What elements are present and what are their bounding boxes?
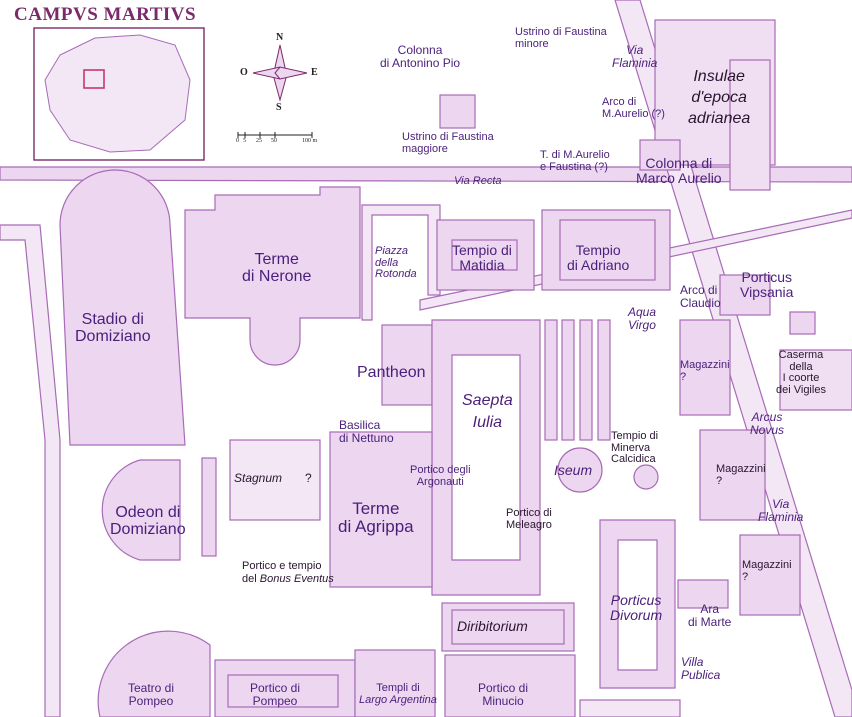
matidia-temple — [451, 239, 518, 271]
compass-w: O — [240, 67, 248, 78]
arcade-4 — [597, 319, 611, 441]
label-magazzini-3: Magazzini? — [742, 559, 792, 583]
scale-t0: 0 — [236, 138, 239, 144]
south-strip — [579, 699, 681, 717]
label-iseum: Iseum — [554, 462, 593, 478]
odeon-shape — [101, 459, 181, 561]
adriano-temple — [559, 219, 656, 281]
label-magazzini-2: Magazzini? — [716, 463, 766, 487]
label-bonus-eventus-2: del Bonus Eventus — [242, 573, 334, 586]
templi-argentina-line1: Templi di — [376, 682, 420, 694]
label-pantheon: Pantheon — [357, 364, 426, 381]
stagnum-west-strip — [201, 457, 217, 557]
portico-minucio-shape — [444, 654, 576, 717]
terme-nerone-shape — [184, 186, 361, 366]
magazzini2-shape — [699, 429, 766, 521]
stadio-shape — [59, 169, 186, 446]
scale-t3: 50 — [271, 138, 277, 144]
pantheon-shape — [381, 324, 433, 406]
label-magazzini-1: Magazzini? — [680, 359, 730, 383]
label-stagnum: Stagnum — [234, 471, 283, 485]
label-stagnum-q: ? — [305, 471, 312, 485]
vipsania-shape — [719, 274, 771, 316]
templi-argentina-line2: Largo Argentina — [359, 693, 437, 706]
arcade-1 — [544, 319, 558, 441]
bonus-eventus-prefix: del — [242, 573, 257, 585]
insulae-east-shape — [729, 59, 771, 191]
porticus-divorum-shape — [599, 519, 676, 689]
inset-map — [33, 27, 205, 161]
label-via-recta: Via Recta — [454, 175, 502, 187]
vipsania-annex — [789, 311, 816, 335]
label-diribitorium: Diribitorium — [457, 618, 528, 634]
scale-t1: 5 — [243, 138, 246, 144]
terme-agrippa-shape — [329, 431, 433, 588]
via-recta-street — [0, 166, 852, 183]
scale-t2: 25 — [256, 138, 262, 144]
scale-bar — [237, 132, 313, 138]
diribitorium-inner — [451, 609, 565, 645]
stagnum-shape — [229, 439, 321, 521]
arcade-3 — [579, 319, 593, 441]
magazzini3-shape — [739, 534, 801, 616]
minerva-shape — [633, 464, 659, 490]
caserma-shape — [779, 349, 852, 411]
compass-rose — [252, 44, 308, 102]
portico-pompeo-inner — [227, 674, 339, 708]
scale-t4: 100 m — [302, 138, 318, 144]
bonus-eventus-italic: Bonus Eventus — [259, 573, 334, 585]
ustrino-maggiore-shape — [439, 94, 476, 129]
teatro-pompeo-shape — [97, 630, 211, 717]
largo-argentina-shape — [354, 649, 436, 717]
map-title: CAMPVS MARTIVS — [14, 4, 197, 25]
arcade-2 — [561, 319, 575, 441]
iseum-shape — [557, 447, 603, 493]
label-bonus-eventus-1: Portico e tempio — [242, 560, 322, 572]
compass-e: E — [311, 67, 318, 78]
magazzini1-shape — [679, 319, 731, 416]
compass-n: N — [276, 32, 284, 43]
colonna-marco-base — [639, 139, 681, 171]
west-street — [0, 224, 61, 717]
saepta-shape — [431, 319, 541, 596]
compass-s: S — [276, 102, 282, 113]
ara-marte-shape — [677, 579, 729, 609]
